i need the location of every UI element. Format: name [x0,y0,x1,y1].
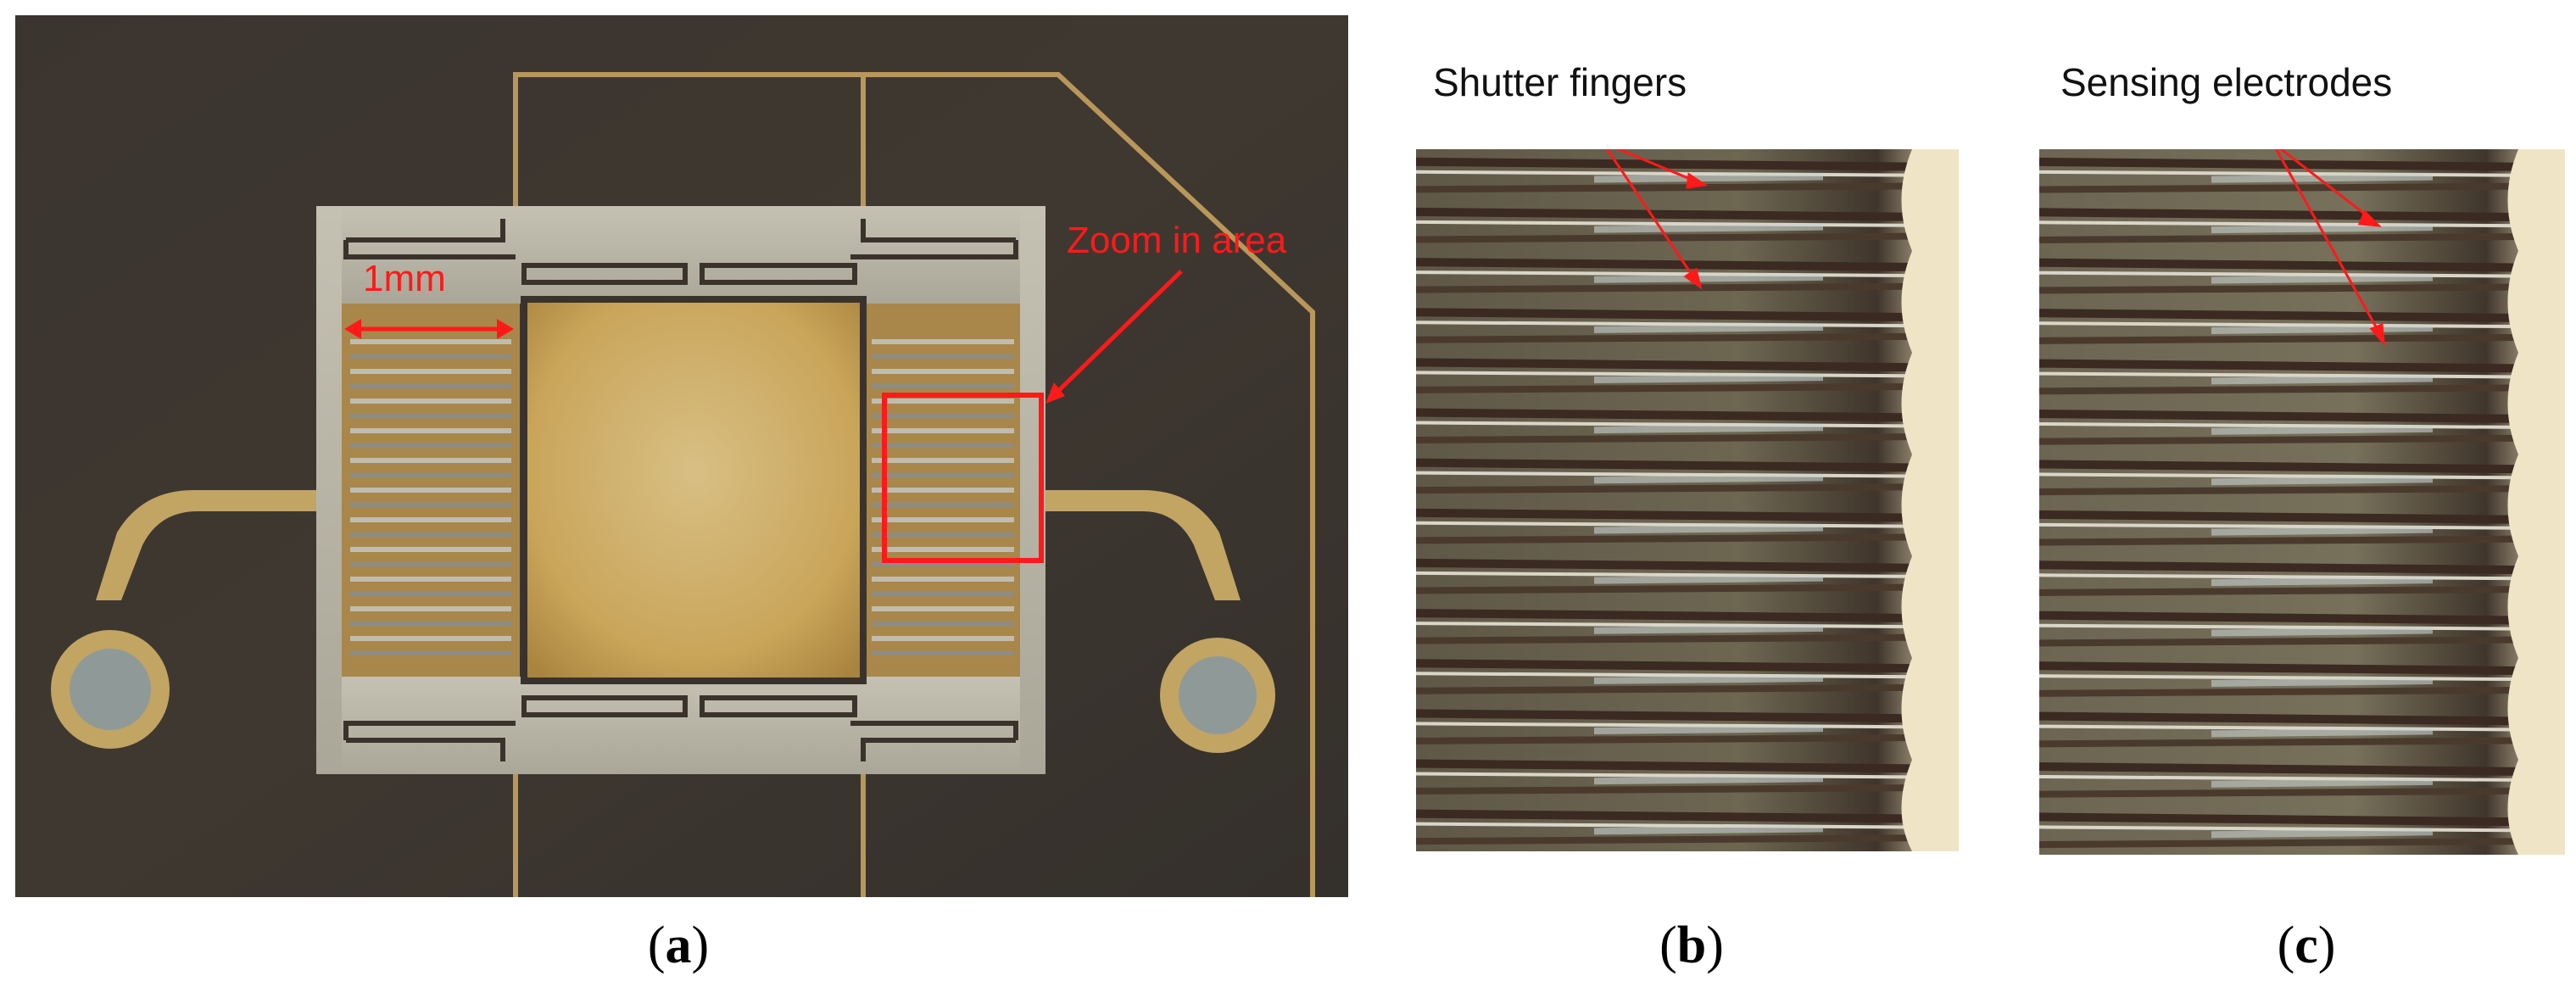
sensing-electrodes-zoom-image [2039,149,2565,855]
caption-c: (c) [2277,917,2336,974]
left-comb-fingers [350,339,511,656]
scale-bar-arrow [344,319,514,339]
zoom-area-box [882,393,1044,563]
right-comb-fingers [872,339,1014,656]
caption-b: (b) [1659,917,1724,974]
shutter-fingers-arrows [1605,149,1709,290]
shutter-fingers-zoom-image [1416,149,1959,851]
scale-bar-label: 1mm [363,258,446,299]
panel-a-micrograph: 1mm Zoom in area [15,15,1348,897]
sensing-electrodes-arrows [2274,149,2385,347]
device-micrograph-image: 1mm Zoom in area [15,15,1348,897]
panel-c-micrograph [2039,149,2565,855]
caption-a: (a) [647,917,710,974]
zoom-area-arrow [1052,270,1183,397]
shutter-fingers-label: Shutter fingers [1433,60,1687,104]
shutter-plate [521,296,867,684]
bond-pad-left [51,630,170,749]
zoom-area-label: Zoom in area [1067,220,1287,261]
panel-b-micrograph [1416,149,1959,851]
bond-pad-right [1160,638,1275,753]
sensing-electrodes-label: Sensing electrodes [2060,60,2393,104]
